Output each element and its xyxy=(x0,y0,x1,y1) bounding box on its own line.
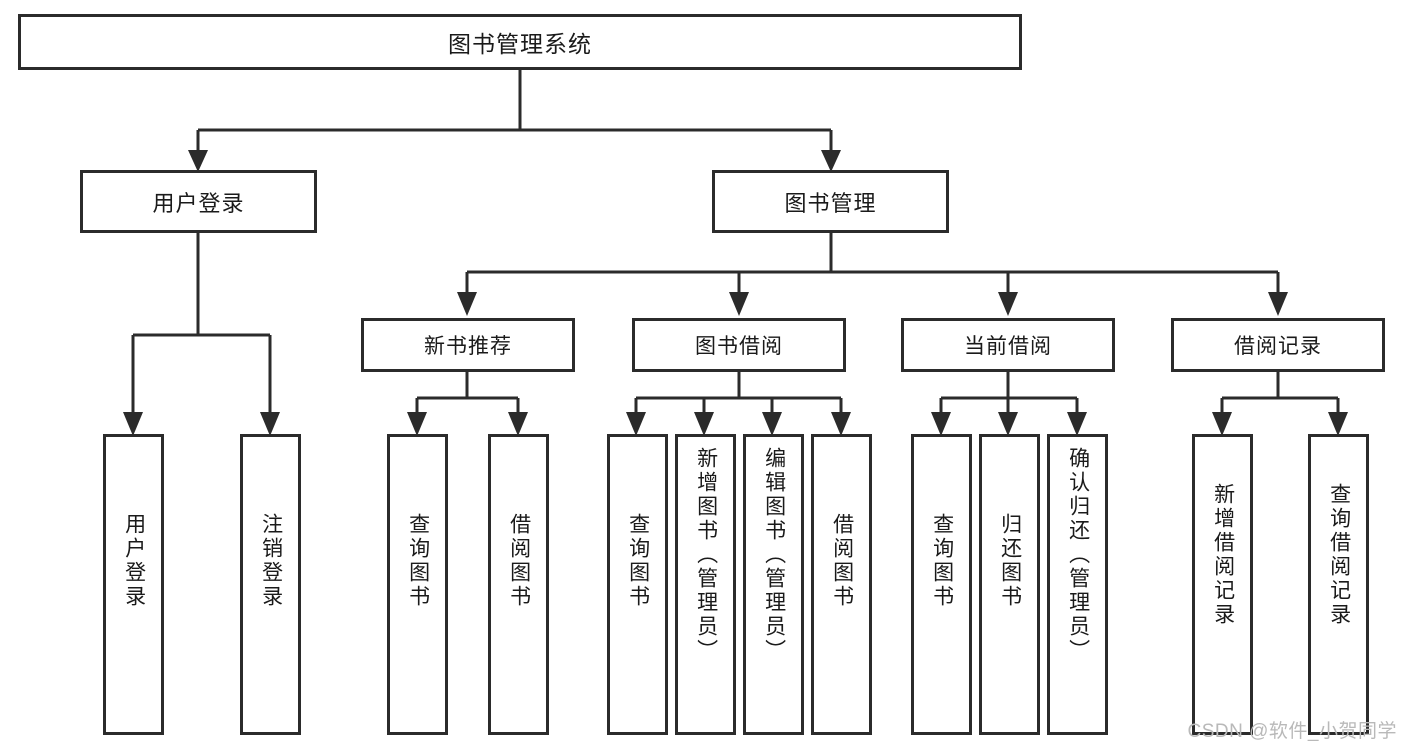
node-root-book-management-system[interactable]: 图书管理系统 xyxy=(18,14,1022,70)
arrowhead-user-login xyxy=(188,150,208,172)
arrowhead-leaf-user-login xyxy=(123,412,143,436)
node-book-borrow[interactable]: 图书借阅 xyxy=(632,318,846,372)
leaf-new-book-query-books[interactable]: 查询图书 xyxy=(387,434,448,735)
leaf-current-query-books-label: 查询图书 xyxy=(930,513,954,609)
arrowhead-borrow-add xyxy=(694,412,714,436)
node-current-borrow[interactable]: 当前借阅 xyxy=(901,318,1115,372)
arrowhead-book-mgmt xyxy=(821,150,841,172)
arrowhead-newbook-borrow xyxy=(508,412,528,436)
leaf-borrow-add-book-admin-label: 新增图书（管理员） xyxy=(694,447,718,663)
leaf-user-login-signin[interactable]: 用户登录 xyxy=(103,434,164,735)
leaf-current-return-books-label: 归还图书 xyxy=(998,513,1022,609)
node-new-book-recommend-label: 新书推荐 xyxy=(424,335,512,358)
leaf-user-login-signout[interactable]: 注销登录 xyxy=(240,434,301,735)
leaf-record-query-record-label: 查询借阅记录 xyxy=(1327,483,1351,627)
arrowhead-record-query xyxy=(1328,412,1348,436)
leaf-borrow-edit-book-admin[interactable]: 编辑图书（管理员） xyxy=(743,434,804,735)
arrowhead-current-return xyxy=(998,412,1018,436)
arrowhead-borrow-edit xyxy=(762,412,782,436)
leaf-record-add-record[interactable]: 新增借阅记录 xyxy=(1192,434,1253,735)
node-book-borrow-label: 图书借阅 xyxy=(695,335,783,358)
node-book-management[interactable]: 图书管理 xyxy=(712,170,949,233)
leaf-current-return-books[interactable]: 归还图书 xyxy=(979,434,1040,735)
leaf-record-add-record-label: 新增借阅记录 xyxy=(1211,483,1235,627)
leaf-user-login-signin-label: 用户登录 xyxy=(122,513,146,609)
node-new-book-recommend[interactable]: 新书推荐 xyxy=(361,318,575,372)
leaf-borrow-query-books[interactable]: 查询图书 xyxy=(607,434,668,735)
leaf-borrow-lend-books[interactable]: 借阅图书 xyxy=(811,434,872,735)
leaf-current-confirm-return-admin-label: 确认归还（管理员） xyxy=(1066,447,1090,663)
arrowhead-book-borrow xyxy=(729,292,749,316)
leaf-new-book-query-books-label: 查询图书 xyxy=(406,513,430,609)
arrowhead-current-query xyxy=(931,412,951,436)
arrowhead-borrow-query xyxy=(626,412,646,436)
node-borrow-record[interactable]: 借阅记录 xyxy=(1171,318,1385,372)
node-current-borrow-label: 当前借阅 xyxy=(964,335,1052,358)
leaf-current-query-books[interactable]: 查询图书 xyxy=(911,434,972,735)
node-user-login-label: 用户登录 xyxy=(152,190,245,216)
arrowhead-leaf-logout xyxy=(260,412,280,436)
leaf-borrow-edit-book-admin-label: 编辑图书（管理员） xyxy=(762,447,786,663)
leaf-borrow-add-book-admin[interactable]: 新增图书（管理员） xyxy=(675,434,736,735)
arrowhead-newbook-query xyxy=(407,412,427,436)
arrowhead-current-borrow xyxy=(998,292,1018,316)
arrowhead-current-confirm xyxy=(1067,412,1087,436)
leaf-borrow-query-books-label: 查询图书 xyxy=(626,513,650,609)
leaf-new-book-borrow-books[interactable]: 借阅图书 xyxy=(488,434,549,735)
leaf-borrow-lend-books-label: 借阅图书 xyxy=(830,513,854,609)
node-root-label: 图书管理系统 xyxy=(448,31,592,57)
leaf-record-query-record[interactable]: 查询借阅记录 xyxy=(1308,434,1369,735)
node-book-management-label: 图书管理 xyxy=(784,190,877,216)
leaf-current-confirm-return-admin[interactable]: 确认归还（管理员） xyxy=(1047,434,1108,735)
leaf-new-book-borrow-books-label: 借阅图书 xyxy=(507,513,531,609)
arrowhead-borrow-record xyxy=(1268,292,1288,316)
node-borrow-record-label: 借阅记录 xyxy=(1234,335,1322,358)
node-user-login[interactable]: 用户登录 xyxy=(80,170,317,233)
leaf-user-login-signout-label: 注销登录 xyxy=(259,513,283,609)
arrowhead-record-add xyxy=(1212,412,1232,436)
arrowhead-new-book xyxy=(457,292,477,316)
arrowhead-borrow-lend xyxy=(831,412,851,436)
